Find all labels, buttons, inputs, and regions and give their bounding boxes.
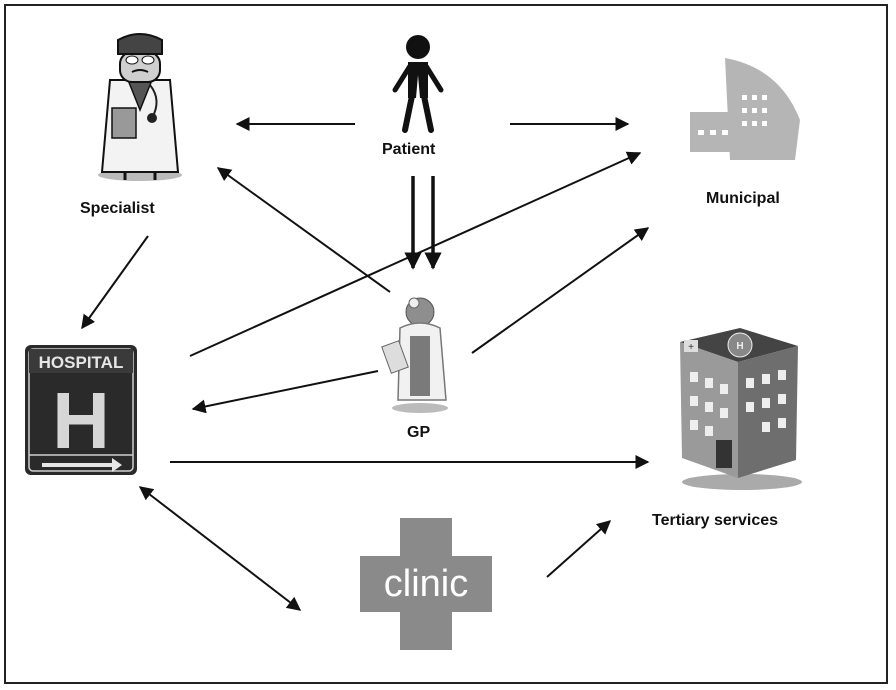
arrow-hospital-clinic [138,486,302,611]
building-icon [690,58,800,160]
hospital-letter: H [52,376,110,465]
hospital-sign-text: HOSPITAL [39,353,124,372]
gp-doctor-icon [381,297,448,413]
arrow-clinic-tertiary [546,520,612,578]
arrow-gp-specialist [216,167,391,293]
arrow-gp-municipal [471,227,650,354]
svg-text:H: H [736,341,743,352]
clinic-text: clinic [384,563,468,605]
specialist-label: Specialist [80,200,155,217]
tertiary-label: Tertiary services [652,512,779,529]
clinic-cross-icon: clinic [360,518,492,650]
arrow-gp-hospital [191,370,379,414]
gp-label: GP [407,424,431,441]
tertiary-building-icon: H + [680,328,802,490]
doctor-icon [98,33,182,181]
arrow-specialist-hospital [81,235,149,330]
arrow-hospital-municipal [189,151,642,357]
person-icon [392,35,444,133]
municipal-label: Municipal [706,190,780,207]
patient-label: Patient [382,141,436,158]
hospital-sign-icon: HOSPITAL H [25,345,137,475]
svg-text:+: + [688,342,694,353]
